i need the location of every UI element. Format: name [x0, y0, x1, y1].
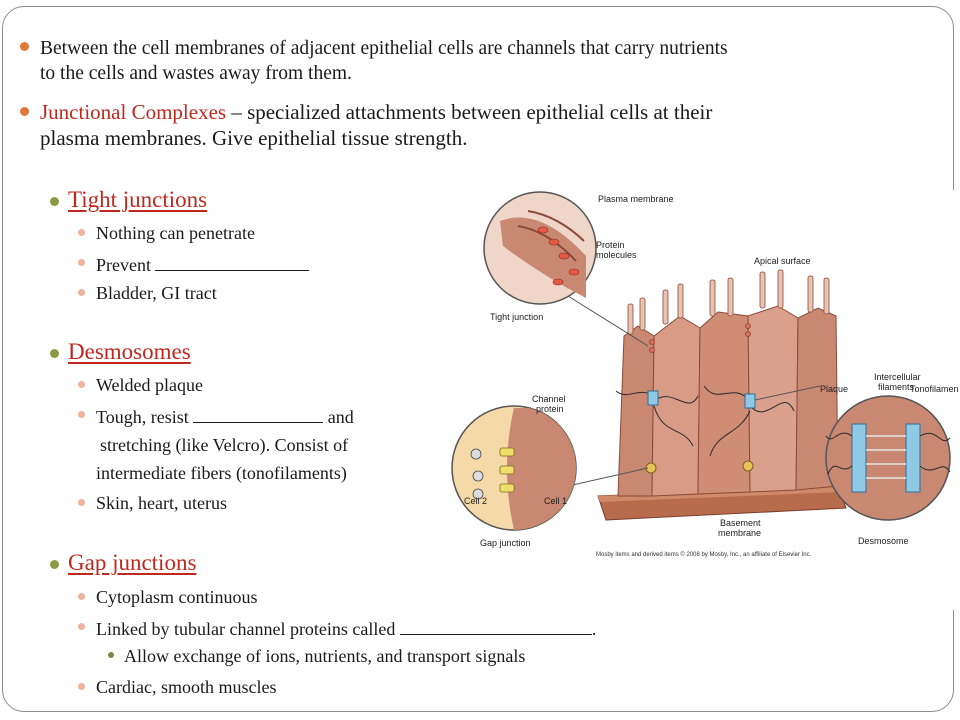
tight-item-2-text: Prevent	[96, 255, 156, 275]
junction-diagram: Tight junction Channel protein Cell 2 Ce…	[448, 186, 958, 564]
gap-item-2-post: .	[591, 619, 597, 639]
bullet-dot	[78, 499, 85, 506]
bullet-dot	[78, 411, 85, 418]
gap-heading: Gap junctions	[68, 550, 197, 575]
label-channel-protein-2: protein	[536, 404, 564, 414]
desmosomes-item-3: Skin, heart, uterus	[96, 493, 227, 513]
desmosomes-item-2-pre: Tough, resist	[96, 407, 194, 427]
fill-blank	[155, 252, 310, 271]
gap-item-3: Cardiac, smooth muscles	[96, 677, 277, 697]
desmosomes-item-1: Welded plaque	[96, 375, 204, 395]
bullet-dot	[78, 381, 85, 388]
label-channel-protein-1: Channel	[532, 394, 566, 404]
tight-item-2: Prevent	[96, 252, 310, 276]
fill-blank	[193, 404, 324, 423]
bullet-dot	[78, 259, 85, 266]
bullet-dot	[50, 349, 59, 358]
intro-line-1: Between the cell membranes of adjacent e…	[40, 38, 728, 59]
complexes-line-1: Junctional Complexes – specialized attac…	[40, 99, 712, 126]
complexes-line-2: plasma membranes. Give epithelial tissue…	[40, 126, 468, 150]
complexes-definition: – specialized attachments between epithe…	[226, 100, 713, 124]
tight-item-1: Nothing can penetrate	[96, 223, 255, 243]
label-desmosome: Desmosome	[858, 536, 909, 546]
gap-item-2: Linked by tubular channel proteins calle…	[96, 616, 596, 640]
bullet-dot	[78, 623, 85, 630]
bullet-dot	[78, 289, 85, 296]
desmosomes-item-2: Tough, resist and	[96, 404, 354, 428]
bullet-dot	[78, 229, 85, 236]
gap-item-2-pre: Linked by tubular channel proteins calle…	[96, 619, 400, 639]
bullet-dot	[50, 197, 59, 206]
tight-heading: Tight junctions	[68, 187, 208, 212]
label-cell-2: Cell 2	[464, 496, 487, 506]
label-intercellular-1: Intercellular	[874, 372, 921, 382]
label-plaque: Plaque	[820, 384, 848, 394]
figure-copyright: Mosby items and derived items © 2008 by …	[596, 551, 812, 558]
label-basement-1: Basement	[720, 518, 761, 528]
bullet-dot	[108, 652, 114, 658]
gap-item-1: Cytoplasm continuous	[96, 587, 258, 607]
intro-line-2: to the cells and wastes away from them.	[40, 63, 352, 84]
label-protein-molecules-1: Protein	[596, 240, 625, 250]
tight-item-3: Bladder, GI tract	[96, 283, 217, 303]
desmosomes-heading: Desmosomes	[68, 339, 191, 364]
label-apical-surface: Apical surface	[754, 256, 811, 266]
label-plasma-membrane: Plasma membrane	[598, 194, 674, 204]
bullet-dot	[20, 107, 29, 116]
desmosomes-item-2-post: and	[323, 407, 354, 427]
gap-subitem: Allow exchange of ions, nutrients, and t…	[124, 646, 526, 666]
desmosomes-item-2-cont-2: intermediate fibers (tonofilaments)	[96, 463, 347, 483]
frame-gap	[940, 190, 960, 610]
label-tonofilaments: Tonofilaments	[910, 384, 958, 394]
label-cell-1: Cell 1	[544, 496, 567, 506]
bullet-dot	[78, 593, 85, 600]
desmosomes-item-2-cont-1: stretching (like Velcro). Consist of	[100, 435, 349, 455]
bullet-dot	[50, 560, 59, 569]
label-protein-molecules-2: molecules	[596, 250, 637, 260]
fill-blank	[399, 616, 592, 635]
label-basement-2: membrane	[718, 528, 761, 538]
label-intercellular-2: filaments	[878, 382, 915, 392]
bullet-dot	[20, 42, 29, 51]
label-tight-junction: Tight junction	[490, 312, 543, 322]
complexes-term: Junctional Complexes	[40, 100, 227, 124]
bullet-dot	[78, 683, 85, 690]
label-gap-junction: Gap junction	[480, 538, 531, 548]
